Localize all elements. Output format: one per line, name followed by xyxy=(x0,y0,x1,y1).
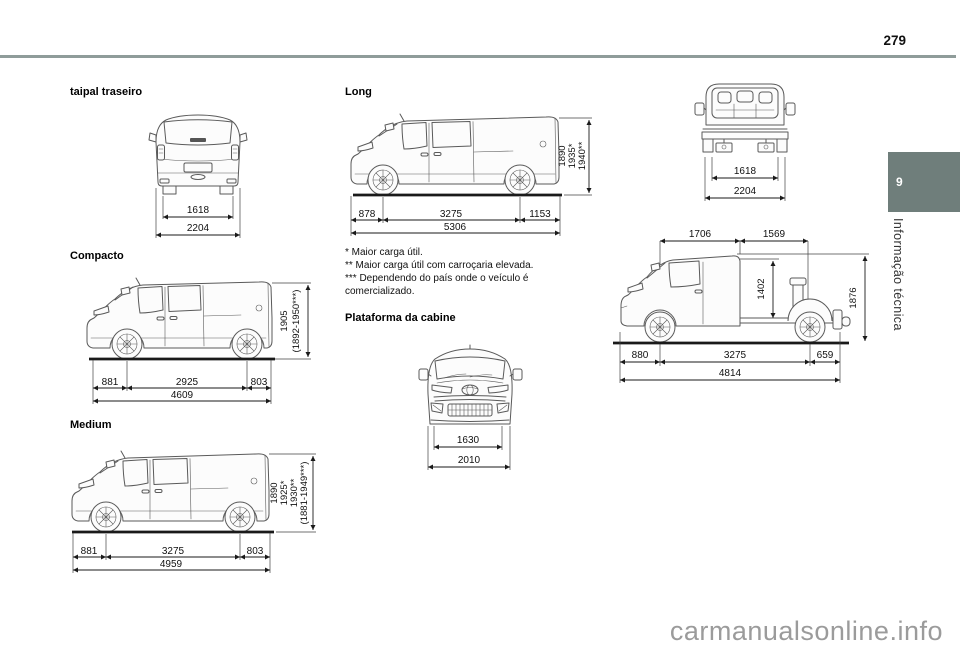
right-mirror xyxy=(512,368,523,381)
dim-label: 1618 xyxy=(187,205,210,216)
dim-label: 2925 xyxy=(176,377,199,388)
left-mirror xyxy=(148,132,157,143)
van-side-outline xyxy=(71,450,274,534)
dim-label: 881 xyxy=(81,546,98,557)
chapter-tab-number: 9 xyxy=(896,175,903,189)
dim-label: 1930** xyxy=(289,478,300,507)
front-wheel xyxy=(367,164,399,196)
dim-label: 1925* xyxy=(279,480,290,505)
dim-label: 1706 xyxy=(689,229,712,240)
dim-label: 1935* xyxy=(567,143,578,168)
page-number: 279 xyxy=(883,33,906,48)
front-wheel xyxy=(90,501,122,533)
dim-label: 881 xyxy=(102,377,119,388)
dim-label: 2204 xyxy=(187,223,210,234)
dim-label: 1569 xyxy=(763,229,786,240)
chassis-frame xyxy=(701,131,789,140)
dim-label: 4814 xyxy=(719,368,742,379)
section-title-platform: Plataforma da cabine xyxy=(345,312,456,324)
footnote: *** Dependendo do país onde o veículo é … xyxy=(345,273,529,297)
van-side-outline xyxy=(350,113,562,197)
chapter-tab: 9 xyxy=(888,152,960,212)
dim-label: 4959 xyxy=(160,559,183,570)
dimensions: 878 3275 1153 5306 1890 1935* 1940** xyxy=(350,117,592,236)
dim-label: 5306 xyxy=(444,222,467,233)
dimensions: 881 3275 803 4959 1890 1925* 1930** (188… xyxy=(72,453,316,573)
dim-label: 1630 xyxy=(457,435,480,446)
dim-label: 3275 xyxy=(440,209,463,220)
dim-label: 1402 xyxy=(756,278,767,299)
dim-label: 3275 xyxy=(724,350,747,361)
mirror xyxy=(120,286,131,296)
van-rear-outline xyxy=(148,114,248,195)
right-headlight xyxy=(487,384,509,394)
left-headlight xyxy=(431,384,453,394)
rear-wheel xyxy=(231,328,263,360)
dim-label: 1153 xyxy=(529,209,551,220)
right-mirror xyxy=(239,132,248,143)
right-mirror xyxy=(785,102,796,116)
section-title-medium: Medium xyxy=(70,419,112,431)
dim-label: 2010 xyxy=(458,455,481,466)
rear-wheel xyxy=(224,501,256,533)
rear-wheel xyxy=(794,311,826,343)
diagram-long-side-view: 878 3275 1153 5306 1890 1935* 1940** xyxy=(350,113,592,236)
front-wheel xyxy=(111,328,143,360)
van-side-outline xyxy=(86,277,275,361)
dimensions: 1618 2204 xyxy=(704,157,786,201)
mirror xyxy=(650,262,661,272)
footnote: ** Maior carga útil com carroçaria eleva… xyxy=(345,260,534,271)
rear-wheel xyxy=(504,164,536,196)
dimensions: 1402 1876 880 3275 659 4814 xyxy=(619,253,869,383)
dim-label: 803 xyxy=(247,546,264,557)
section-title-tailgate: taipal traseiro xyxy=(70,86,143,98)
watermark: carmanualsonline.info xyxy=(669,616,943,646)
dimensions: 1618 2204 xyxy=(155,188,241,238)
dim-label: 659 xyxy=(817,350,834,361)
dim-label: 1890 xyxy=(557,145,568,166)
cab-front-outline xyxy=(418,344,523,425)
diagram-tailgate-rear-view: 1618 2204 xyxy=(148,114,248,238)
dim-label: 4609 xyxy=(171,390,194,401)
dim-label: 803 xyxy=(251,377,268,388)
dim-label: 2204 xyxy=(734,186,757,197)
dim-label: 878 xyxy=(359,209,376,220)
left-mirror xyxy=(694,102,705,116)
section-title-long: Long xyxy=(345,86,372,98)
dim-label: 1905 xyxy=(279,310,290,331)
dim-label: 1618 xyxy=(734,166,757,177)
dim-label: (1892-1950***) xyxy=(291,290,302,353)
dimensions: 1630 2010 xyxy=(427,426,511,470)
dim-label: 880 xyxy=(632,350,649,361)
section-title-compact: Compacto xyxy=(70,250,124,262)
rear-fender xyxy=(787,298,833,322)
diagram-platform-side-view: 1706 1569 1402 1876 xyxy=(613,229,869,383)
chapter-vertical-label: Informação técnica xyxy=(891,218,905,331)
mirror xyxy=(384,122,395,132)
tow-hitch xyxy=(841,316,851,327)
header-rule xyxy=(0,55,956,58)
footnotes: * Maior carga útil. ** Maior carga útil … xyxy=(345,246,585,298)
dim-label: (1881-1949***) xyxy=(299,462,310,525)
dimensions: 881 2925 803 4609 1905 (1892-1950***) xyxy=(92,282,311,404)
diagram-compact-side-view: 881 2925 803 4609 1905 (1892-1950***) xyxy=(86,277,311,404)
diagram-platform-front-view: 1630 2010 xyxy=(418,344,523,470)
diagram-medium-side-view: 881 3275 803 4959 1890 1925* 1930** (188… xyxy=(71,450,316,573)
dim-label: 3275 xyxy=(162,546,185,557)
mirror xyxy=(105,459,116,469)
diagram-platform-rear-view: 1618 2204 xyxy=(694,83,796,201)
left-mirror xyxy=(418,368,429,381)
footnote: * Maior carga útil. xyxy=(345,247,423,258)
dim-label: 1890 xyxy=(269,482,280,503)
dim-label: 1876 xyxy=(848,287,859,308)
cab-rear-outline xyxy=(694,83,796,153)
cab-chassis-outline xyxy=(613,255,851,345)
dim-label: 1940** xyxy=(577,141,588,170)
front-wheel xyxy=(644,311,676,343)
